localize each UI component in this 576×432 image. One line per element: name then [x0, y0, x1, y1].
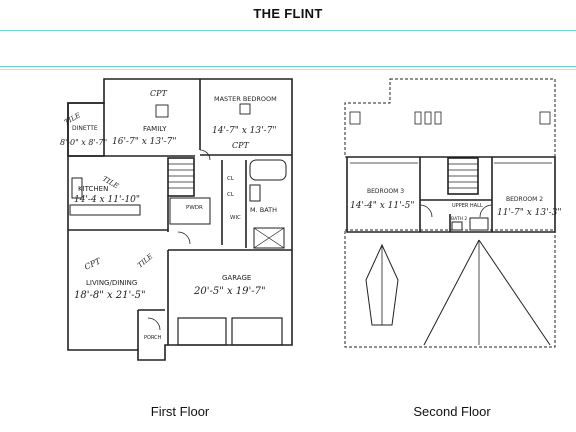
- skylight: [414, 111, 422, 125]
- stair-treads: [168, 163, 194, 189]
- first-floor-plan: [67, 78, 293, 361]
- carpet-note-family: CPT: [150, 89, 168, 98]
- master-bath-label: M. BATH: [250, 206, 277, 214]
- door-swing: [479, 204, 493, 218]
- stairs: [167, 157, 195, 197]
- second-floor-labels: BEDROOM 3 14'-4" x 11'-5" BEDROOM 2 11'-…: [350, 188, 561, 222]
- powder-room: [169, 197, 211, 225]
- kitchen-counter: [69, 204, 141, 216]
- second-floor-exterior-wall: [346, 156, 556, 233]
- second-floor-caption: Second Floor: [413, 404, 491, 419]
- door-swing: [199, 149, 211, 161]
- open-to-below-outline: [344, 78, 556, 158]
- first-floor-caption: First Floor: [150, 404, 210, 419]
- header-rule-double-1: [0, 66, 576, 67]
- carpet-note-master: CPT: [232, 141, 250, 150]
- page-title: THE FLINT: [253, 6, 323, 21]
- bedroom-3-dimensions: 14'-4" x 11'-5": [350, 201, 414, 211]
- skylight: [434, 111, 442, 125]
- garage-dimensions: 20'-5" x 19'-7": [193, 286, 266, 297]
- garage-door-left: [177, 317, 227, 346]
- powder-label: PWDR: [186, 205, 203, 211]
- roof-hip: [478, 239, 551, 346]
- bedroom-2-dimensions: 11'-7" x 13'-3": [497, 208, 561, 218]
- dinette-bay: [67, 102, 105, 157]
- closet-label: CL: [227, 176, 235, 182]
- roof-outline-lower: [344, 229, 556, 348]
- toilet: [451, 221, 463, 231]
- tile-note-foyer: TILE: [136, 252, 154, 269]
- vent: [539, 111, 551, 125]
- door-swing: [147, 317, 161, 331]
- dinette-dimensions: 8'-0" x 8'-7": [60, 138, 107, 147]
- second-floor-plan: [344, 78, 556, 348]
- closet-label: CL: [227, 192, 235, 198]
- skylight: [424, 111, 432, 125]
- living-dining-label: LIVING/DINING: [86, 279, 137, 287]
- family-label: FAMILY: [143, 125, 167, 133]
- family-dimensions: 16'-7" x 13'-7": [112, 137, 176, 147]
- door-swing: [419, 204, 433, 218]
- shower: [253, 227, 285, 249]
- bedroom-2-label: BEDROOM 2: [506, 196, 543, 203]
- wic-label: WIC: [230, 215, 241, 221]
- upper-hall-label: UPPER HALL: [452, 203, 483, 209]
- ceiling-fixture: [239, 103, 251, 115]
- kitchen-counter-side: [71, 177, 83, 199]
- bedroom-3-label: BEDROOM 3: [367, 188, 404, 195]
- ceiling-fixture: [155, 104, 169, 118]
- stair-treads: [448, 163, 478, 189]
- roof-hip: [423, 239, 480, 346]
- header-rule-top: [0, 30, 576, 31]
- carpet-note-living: CPT: [83, 256, 103, 272]
- header-rule-double-2: [0, 69, 576, 70]
- toilet: [249, 184, 261, 202]
- kitchen-dimensions: 14'-4 x 11'-10": [74, 195, 140, 205]
- garage-door-right: [231, 317, 283, 346]
- first-floor-labels: FAMILY 16'-7" x 13'-7" MASTER BEDROOM 14…: [60, 89, 277, 341]
- master-bedroom-label: MASTER BEDROOM: [214, 95, 277, 103]
- garage-label: GARAGE: [222, 274, 251, 282]
- master-bedroom-dimensions: 14'-7" x 13'-7": [212, 126, 276, 136]
- dinette-label: DINETTE: [72, 125, 98, 132]
- vent: [349, 111, 361, 125]
- porch-label: PORCH: [144, 335, 162, 341]
- bathtub: [249, 159, 287, 181]
- bath-2-label: BATH 2: [451, 216, 467, 222]
- living-dining-dimensions: 18'-8" x 21'-5": [74, 290, 146, 301]
- door-swing: [177, 231, 191, 245]
- kitchen-label: KITCHEN: [78, 185, 108, 193]
- bathtub: [469, 217, 489, 231]
